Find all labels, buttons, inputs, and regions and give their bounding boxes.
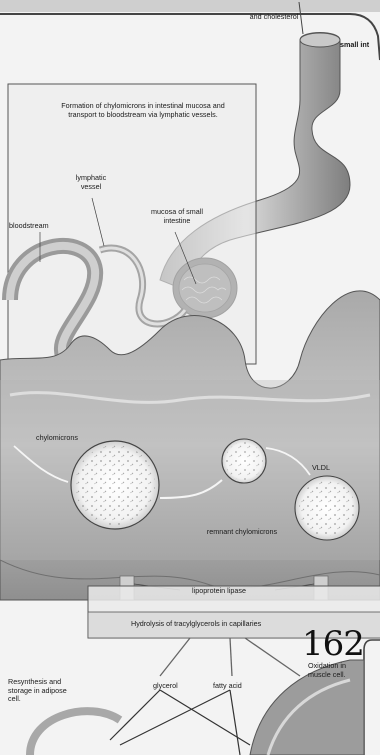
hydrolysis-label: Hydrolysis of tracylglycerols in capilla… [131,620,261,629]
remnant-label: remnant chylomicrons [206,528,278,537]
chylomicrons-label: chylomicrons [36,434,78,443]
vldl-label: VLDL [312,464,330,473]
glycerol-label: glycerol [153,682,178,691]
top-cut-label: and cholesterol [224,13,324,22]
mucosa-label: mucosa of small intestine [144,208,210,225]
adipose-cell [30,711,120,755]
lymphatic-vessel-label: lymphatic vessel [66,174,116,191]
small-intestine-label: small int [340,41,369,50]
tube-opening [300,33,340,47]
inset-caption: Formation of chylomicrons in intestinal … [48,102,238,119]
oxidation-label: Oxidation in muscle cell. [308,662,360,679]
lipase-label: lipoprotein lipase [192,587,246,596]
page-number: 162 [302,624,364,664]
bloodstream-label: bloodstream [9,222,49,231]
fatty-acid-label: fatty acid [213,682,242,691]
top-bar [0,0,380,12]
resynthesis-label: Resynthesis and storage in adipose cell. [8,678,76,704]
